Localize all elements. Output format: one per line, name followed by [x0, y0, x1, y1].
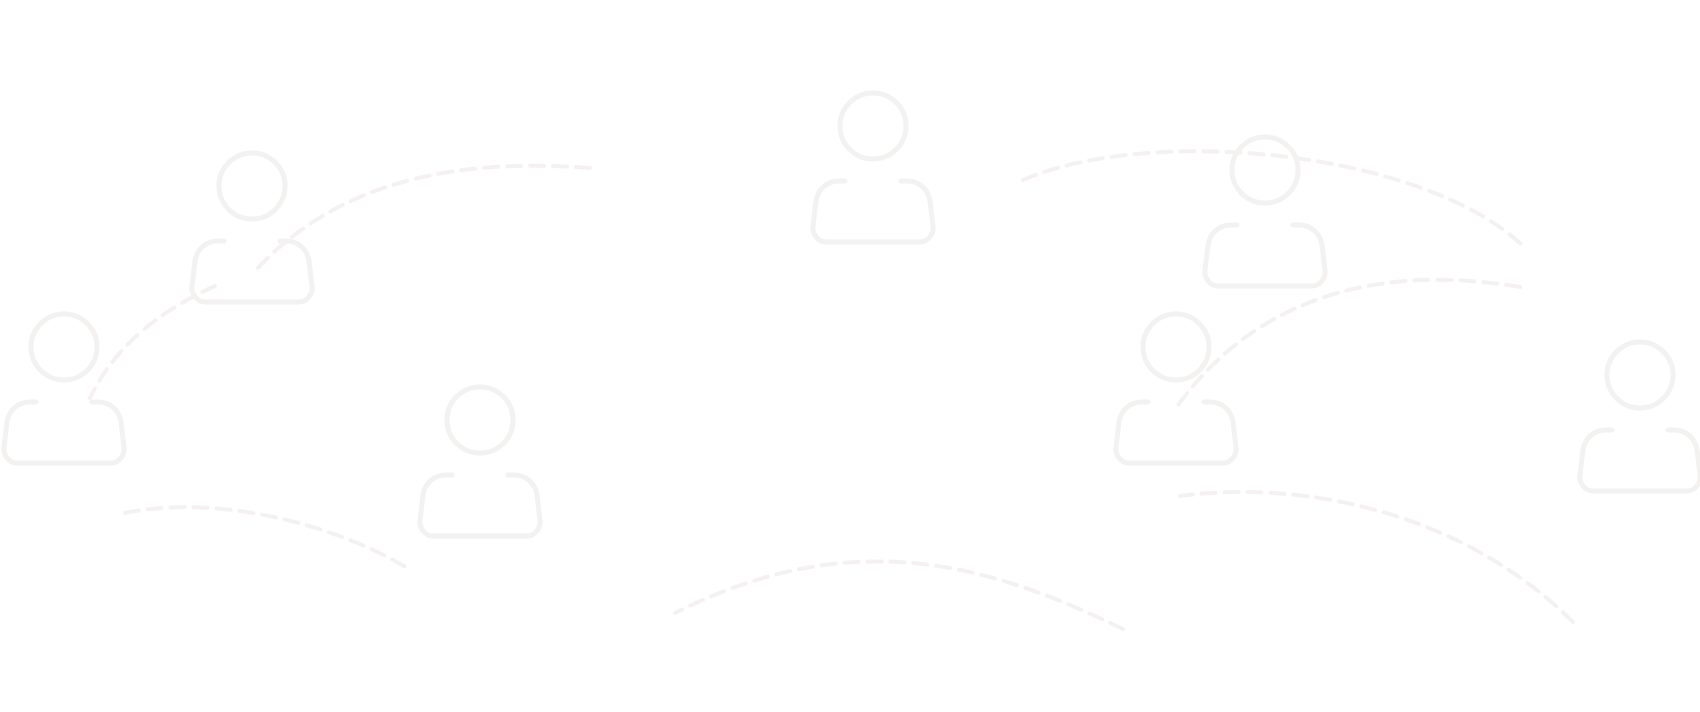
dashed-connector-7 [123, 505, 414, 573]
dashed-connector-4 [1174, 277, 1522, 410]
dashed-connector-5 [673, 559, 1125, 631]
user-body [1202, 222, 1328, 289]
user-icon [1202, 134, 1328, 289]
user-body [1577, 427, 1700, 494]
user-icon [417, 384, 543, 539]
user-head [1140, 311, 1212, 383]
user-head [1604, 339, 1676, 411]
user-head [1229, 134, 1301, 206]
connectors [88, 149, 1575, 631]
user-head [28, 311, 100, 383]
user-icon [810, 90, 936, 245]
dashed-connector-2 [252, 163, 592, 274]
user-body [417, 472, 543, 539]
user-head [444, 384, 516, 456]
user-nodes [1, 90, 1700, 539]
user-body [1, 399, 127, 466]
user-head [216, 150, 288, 222]
user-icon [1, 311, 127, 466]
user-icon [1113, 311, 1239, 466]
user-body [189, 238, 315, 305]
user-head [837, 90, 909, 162]
user-icon [1577, 339, 1700, 494]
dashed-connector-3 [88, 284, 217, 400]
user-body [1113, 399, 1239, 466]
user-body [810, 178, 936, 245]
dashed-connector-1 [1021, 149, 1524, 247]
dashed-connector-6 [1178, 490, 1575, 624]
user-icon [189, 150, 315, 305]
